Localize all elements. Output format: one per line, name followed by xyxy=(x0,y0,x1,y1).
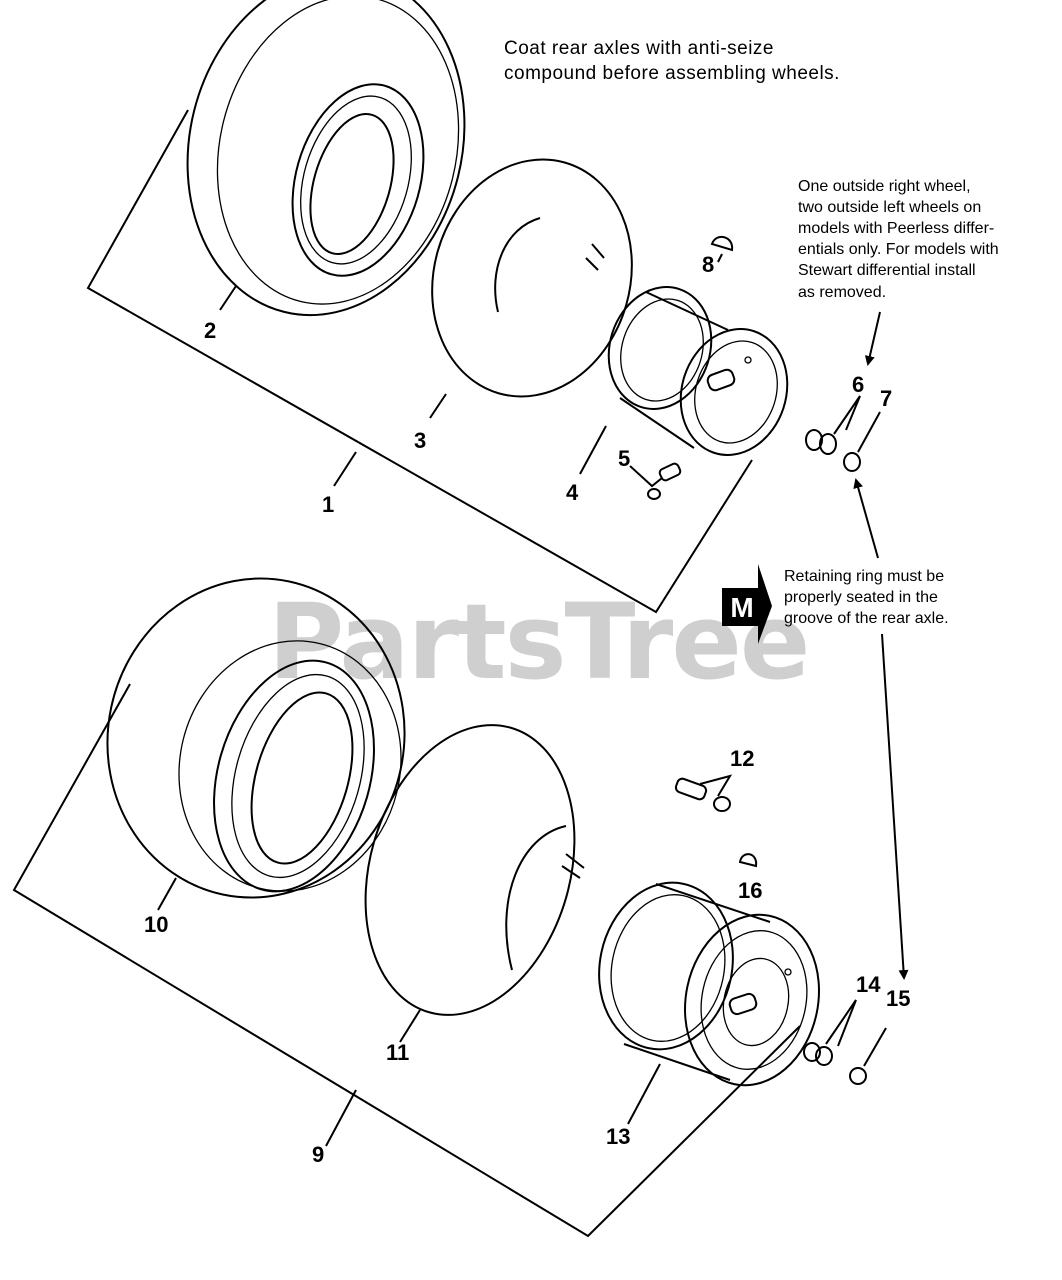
label-13: 13 xyxy=(606,1124,630,1149)
label-2: 2 xyxy=(204,318,216,343)
rim-13 xyxy=(598,881,820,1087)
label-4: 4 xyxy=(566,480,579,505)
label-5: 5 xyxy=(618,446,630,471)
key-8 xyxy=(710,235,734,252)
note-line: One outside right wheel, xyxy=(798,178,971,195)
retaining-ring-15 xyxy=(849,1027,887,1085)
note-line: models with Peerless differ- xyxy=(798,220,995,238)
note-line: groove of the rear axle. xyxy=(784,610,949,628)
leader-lines xyxy=(157,253,723,1147)
m-badge: M xyxy=(722,564,772,644)
note-line: compound before assembling wheels. xyxy=(504,63,840,85)
washers-6 xyxy=(805,395,861,455)
washers-14 xyxy=(803,999,857,1066)
note-arrow xyxy=(864,311,881,366)
label-3: 3 xyxy=(414,428,426,453)
m-badge-label: M xyxy=(730,592,753,623)
label-9: 9 xyxy=(312,1142,324,1167)
label-12: 12 xyxy=(730,746,754,771)
note-line: properly seated in the xyxy=(784,589,938,607)
tube-11 xyxy=(364,724,585,1016)
note-line: Stewart differential install xyxy=(798,262,976,280)
key-16 xyxy=(738,853,758,868)
note-anti-seize: Coat rear axles with anti-seize compound… xyxy=(504,36,840,86)
note-line: two outside left wheels on xyxy=(798,199,982,217)
label-7: 7 xyxy=(880,386,892,411)
label-11: 11 xyxy=(386,1040,409,1065)
note-line: Coat rear axles with anti-seize xyxy=(504,38,774,59)
rim-4 xyxy=(607,286,789,456)
label-16: 16 xyxy=(738,878,762,903)
note-retaining-ring: Retaining ring must be properly seated i… xyxy=(784,566,949,629)
label-8: 8 xyxy=(702,252,714,277)
valve-stem-5 xyxy=(629,462,682,500)
note-wheel-install: One outside right wheel, two outside lef… xyxy=(798,176,999,303)
tire-2 xyxy=(186,0,466,317)
retaining-ring-7 xyxy=(843,411,881,472)
note-line: as removed. xyxy=(798,283,887,301)
label-1: 1 xyxy=(322,492,334,517)
label-6: 6 xyxy=(852,372,864,397)
label-15: 15 xyxy=(886,986,910,1011)
label-14: 14 xyxy=(856,972,881,997)
label-10: 10 xyxy=(144,912,168,937)
note-line: entials only. For models with xyxy=(798,241,999,259)
retaining-arrow-up xyxy=(853,478,879,559)
watermark: PartsTree xyxy=(268,581,808,703)
tube-3 xyxy=(431,158,633,398)
retaining-arrow-down xyxy=(881,633,909,980)
tire-10 xyxy=(106,577,406,899)
assembly-bracket-9 xyxy=(12,683,801,1238)
note-line: Retaining ring must be xyxy=(784,568,945,585)
valve-stem-12 xyxy=(674,774,733,812)
assembly-bracket-1 xyxy=(86,109,753,614)
